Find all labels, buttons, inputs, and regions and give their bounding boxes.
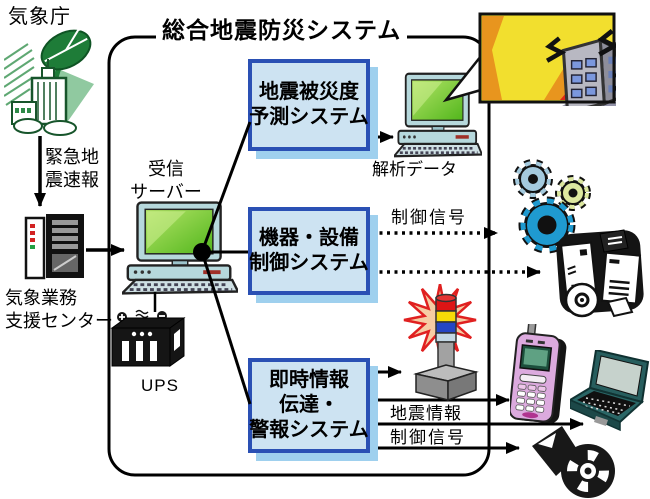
receiving-server-label-line1: 受信 xyxy=(148,159,184,179)
laptop-icon xyxy=(570,350,650,432)
prediction-system-box: 地震被災度 予測システム xyxy=(248,59,370,151)
warning-beacon-icon xyxy=(403,284,479,402)
control-system-box: 機器・設備 制御システム xyxy=(248,207,370,295)
small-green-gear xyxy=(555,175,591,211)
big-blue-gear xyxy=(518,196,576,254)
receiving-server-label: 受信 サーバー xyxy=(118,158,214,204)
hub-node xyxy=(193,243,211,261)
emergency-alert-label: 緊急地 震速報 xyxy=(45,146,99,192)
support-center-label-line1: 気象業務 xyxy=(5,288,77,308)
control-system-label-line2: 制御システム xyxy=(249,252,369,274)
support-center-label: 気象業務 支援センター xyxy=(5,287,113,333)
jma-label: 気象庁 xyxy=(8,6,71,28)
mobile-phone-icon xyxy=(510,324,567,424)
small-blue-gear xyxy=(513,159,553,199)
equipment-package-icon xyxy=(556,229,644,318)
control-signal-label-2: 制御信号 xyxy=(390,428,466,447)
diagram-title: 総合地震防災システム xyxy=(156,15,408,45)
ups-battery-icon xyxy=(110,309,186,367)
alarm-system-label-line2: 伝達・ xyxy=(279,394,339,416)
prediction-system-label-line1: 地震被災度 xyxy=(259,81,359,103)
alarm-system-label-line3: 警報システム xyxy=(249,419,369,441)
control-signal-label: 制御信号 xyxy=(391,208,467,227)
prediction-system-label-line2: 予測システム xyxy=(249,106,369,128)
receiving-server-label-line2: サーバー xyxy=(130,182,202,202)
alarm-system-label-line1: 即時情報 xyxy=(269,369,349,391)
server-rack-icon xyxy=(24,214,84,280)
control-system-label-line1: 機器・設備 xyxy=(259,227,359,249)
loudspeaker-icon xyxy=(532,426,615,498)
alarm-system-box: 即時情報 伝達・ 警報システム xyxy=(248,358,370,453)
jma-building-icon xyxy=(4,26,94,136)
emergency-alert-label-line1: 緊急地 xyxy=(45,147,99,167)
hazard-map-callout xyxy=(442,12,616,106)
analysis-data-label: 解析データ xyxy=(372,160,457,179)
gears-icon xyxy=(513,159,591,254)
earthquake-info-label: 地震情報 xyxy=(390,404,462,423)
support-center-label-line2: 支援センター xyxy=(5,311,113,331)
ups-label: UPS xyxy=(141,376,179,395)
emergency-alert-label-line2: 震速報 xyxy=(45,170,99,190)
